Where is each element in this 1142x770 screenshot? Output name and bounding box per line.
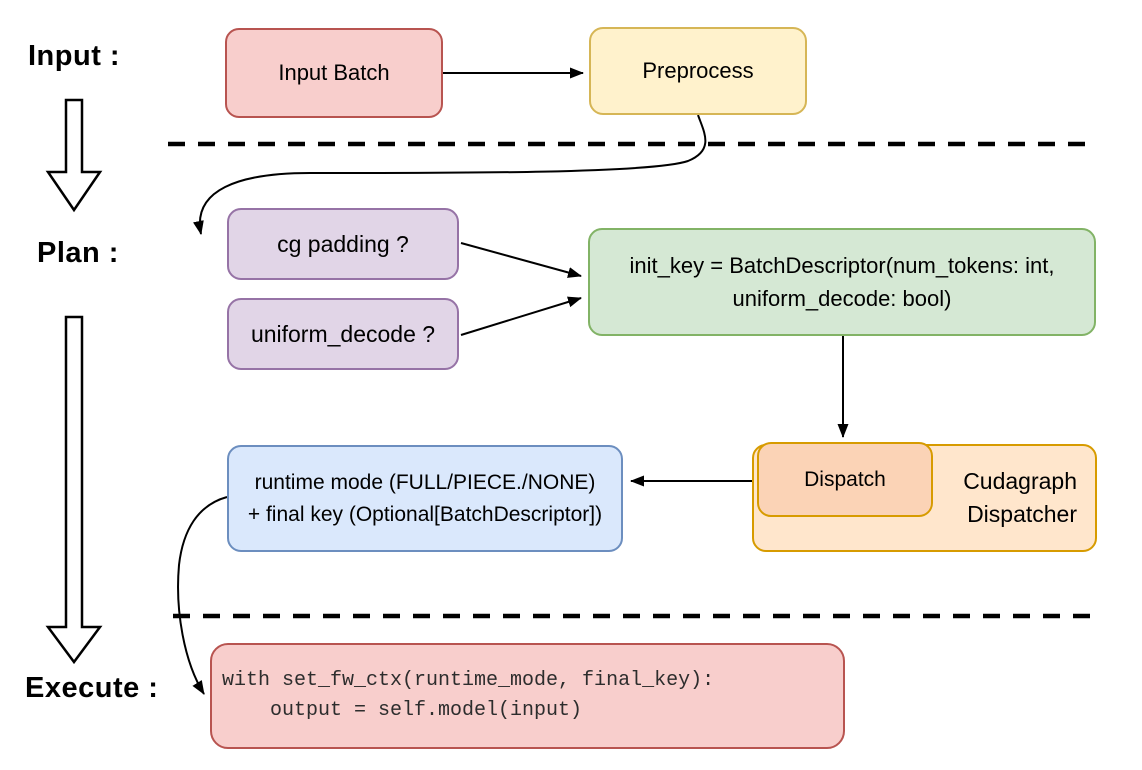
node-cg-padding-label: cg padding ?: [277, 230, 409, 257]
node-cg-padding: cg padding ?: [227, 208, 459, 280]
arrow-runtimemode-to-executecode: [177, 496, 228, 695]
node-input-batch-label: Input Batch: [278, 60, 390, 85]
node-execute-code: with set_fw_ctx(runtime_mode, final_key)…: [210, 643, 845, 749]
node-input-batch: Input Batch: [225, 28, 443, 118]
node-init-key-line2: uniform_decode: bool): [732, 286, 952, 311]
phase-label-execute: Execute :: [25, 672, 159, 704]
arrow-uniformdecode-to-initkey: [460, 296, 582, 336]
node-cudagraph-dispatcher-line2: Dispatcher: [967, 501, 1077, 527]
node-execute-code-line1: with set_fw_ctx(runtime_mode, final_key)…: [222, 669, 715, 692]
node-preprocess: Preprocess: [589, 27, 807, 115]
node-dispatch-label: Dispatch: [804, 467, 886, 491]
hollow-arrow-plan-to-execute-icon: [45, 315, 103, 665]
node-execute-code-line2: output = self.model(input): [222, 699, 583, 722]
node-init-key: init_key = BatchDescriptor(num_tokens: i…: [588, 228, 1096, 336]
phase-label-input: Input :: [28, 40, 121, 72]
hollow-arrow-input-to-plan-icon: [45, 98, 103, 213]
node-dispatch: Dispatch: [757, 442, 933, 517]
phase-label-plan: Plan :: [37, 237, 119, 269]
arrow-cgpadding-to-initkey: [460, 242, 582, 278]
node-init-key-line1: init_key = BatchDescriptor(num_tokens: i…: [629, 253, 1055, 278]
node-preprocess-label: Preprocess: [642, 58, 754, 83]
node-uniform-decode-label: uniform_decode ?: [250, 320, 436, 347]
node-runtime-mode-line2: + final key (Optional[BatchDescriptor]): [247, 502, 603, 526]
node-runtime-mode: runtime mode (FULL/PIECE./NONE) + final …: [227, 445, 623, 552]
arrow-preprocess-to-cgpadding: [193, 114, 707, 235]
node-uniform-decode: uniform_decode ?: [227, 298, 459, 370]
node-runtime-mode-line1: runtime mode (FULL/PIECE./NONE): [254, 470, 596, 494]
node-cudagraph-dispatcher-line1: Cudagraph: [963, 468, 1077, 494]
